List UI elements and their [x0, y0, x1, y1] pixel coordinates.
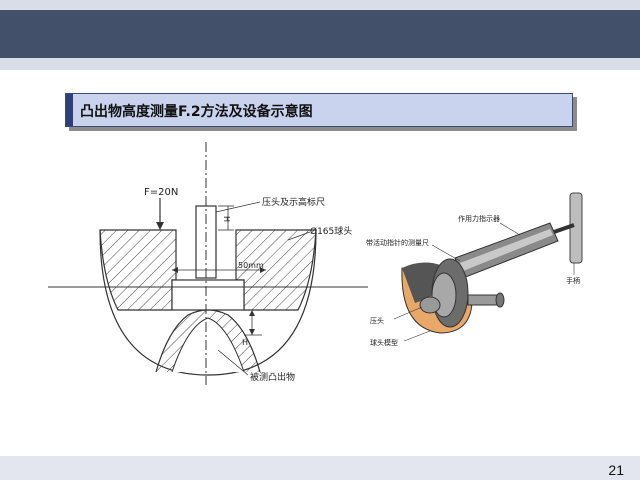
force-label: F=20N	[144, 187, 178, 198]
height-label-bottom: H	[242, 338, 248, 347]
sub-stripe	[0, 58, 640, 70]
gauge-label: 带活动指针的测量尺	[366, 238, 429, 247]
hemisphere-outline	[99, 229, 317, 376]
footer-band	[0, 456, 640, 480]
pressure-head-label-right: 压头	[370, 316, 384, 325]
ball-model-label: 球头模型	[370, 338, 398, 347]
handle-label: 手柄	[566, 276, 580, 285]
slide-title: 凸出物高度测量F.2方法及设备示意图	[80, 104, 313, 120]
title-accent-bar	[66, 94, 73, 126]
top-stripe	[0, 0, 640, 10]
object-label: 被测凸出物	[250, 371, 295, 383]
width-label: 50mm	[238, 261, 264, 270]
force-indicator-label: 作用力指示器	[458, 214, 500, 223]
slide-title-box: 凸出物高度测量F.2方法及设备示意图	[65, 93, 573, 127]
hatched-block-left	[99, 229, 177, 311]
ball-head-label: Ø165球头	[310, 225, 352, 237]
pressure-head-label: 压头及示高标尺	[262, 196, 325, 208]
handle-grip	[569, 192, 583, 264]
pressure-pad	[171, 279, 245, 311]
cross-section-diagram: F=20N H 50mm H 压头及示高标尺 Ø165球头 被测凸出物	[48, 142, 368, 385]
device-illustration: 作用力指示器 带活动指针的测量尺 手柄 压头 球头模型	[366, 192, 583, 347]
pressure-head	[419, 296, 441, 314]
header-band	[0, 10, 640, 58]
page-number: 21	[608, 462, 624, 478]
height-label-top: H	[222, 216, 231, 222]
